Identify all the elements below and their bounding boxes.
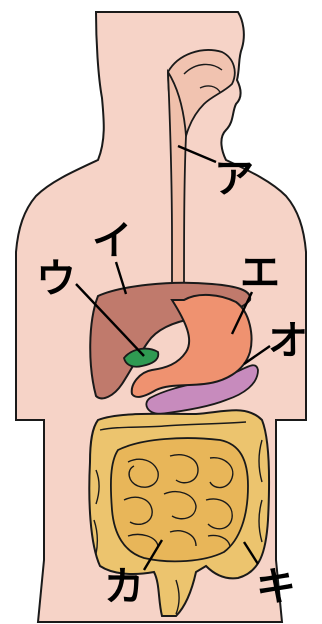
label-ka: カ bbox=[104, 564, 144, 610]
label-u: ウ bbox=[36, 256, 76, 302]
label-a: ア bbox=[214, 156, 254, 202]
label-o: オ bbox=[268, 318, 308, 364]
label-e: エ bbox=[240, 250, 280, 296]
label-ki: キ bbox=[256, 564, 296, 610]
label-i: イ bbox=[92, 218, 132, 264]
small-intestine bbox=[111, 438, 248, 561]
